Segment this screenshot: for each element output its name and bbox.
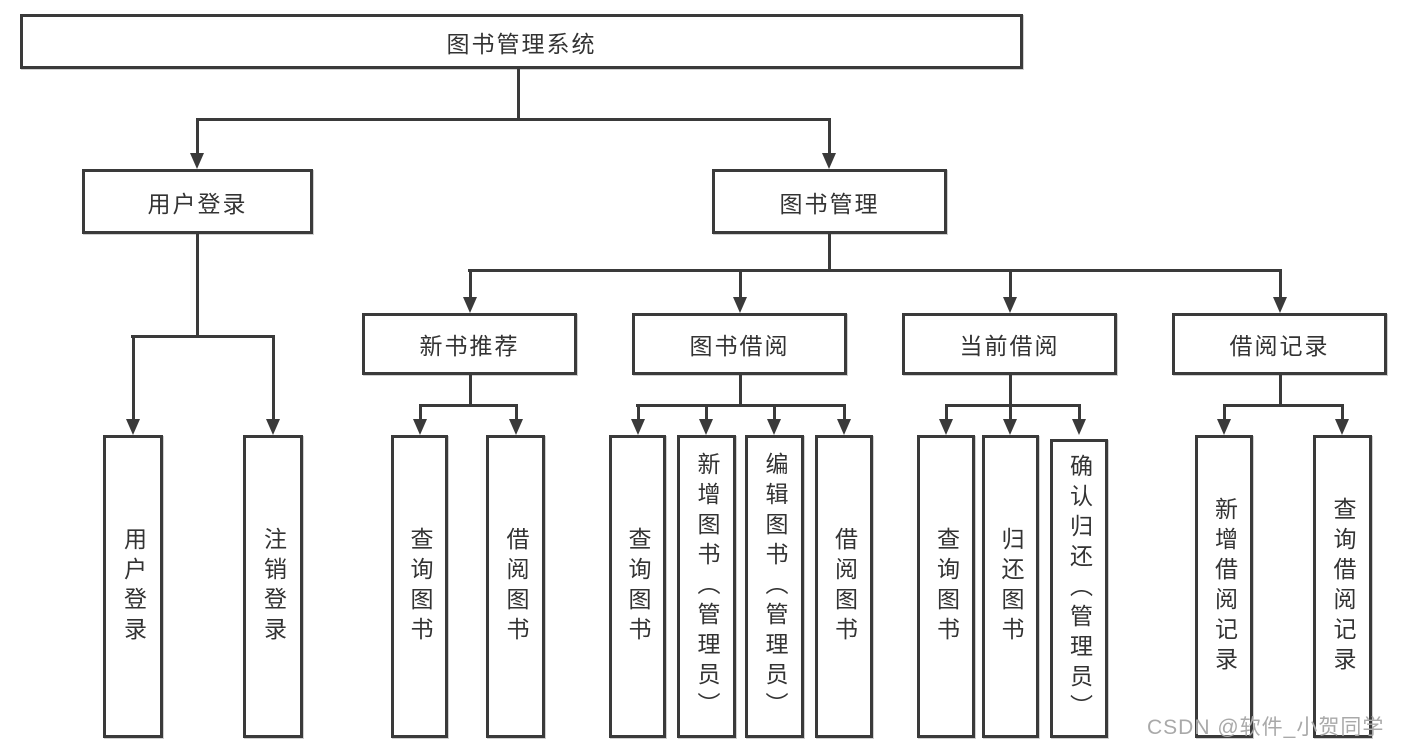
leaf-current-query-books-label: 查询图书: [933, 526, 960, 647]
leaf-current-query-books: 查询图书: [917, 435, 975, 738]
node-current-borrowing-label: 当前借阅: [959, 333, 1060, 359]
connector-section3-bus: [945, 404, 1081, 407]
leaf-newbook-query-books: 查询图书: [391, 435, 448, 738]
connector-login-bus: [131, 335, 275, 338]
leaf-records-query-borrow-record-label: 查询借阅记录: [1330, 496, 1356, 677]
leaf-newbook-query-books-label: 查询图书: [407, 526, 433, 647]
connector-section1-bus: [419, 404, 518, 407]
node-borrowing-records-label: 借阅记录: [1229, 333, 1330, 359]
connector-section-drop: [739, 269, 742, 298]
connector-leaf-drop: [1009, 404, 1012, 419]
connector-section-drop: [469, 269, 472, 298]
connector-section4-stem: [1279, 374, 1282, 406]
leaf-records-add-borrow-record: 新增借阅记录: [1195, 435, 1253, 738]
arrow-down-icon: [837, 419, 851, 435]
connector-section2-stem: [739, 374, 742, 406]
arrow-down-icon: [463, 297, 477, 313]
node-book-management: 图书管理: [712, 169, 947, 234]
connector-leaf-drop: [419, 404, 422, 419]
arrow-down-icon: [1072, 419, 1086, 435]
connector-leaf-drop: [272, 335, 275, 419]
arrow-down-icon: [1003, 297, 1017, 313]
connector-section3-stem: [1009, 374, 1012, 406]
connector-section-drop: [1009, 269, 1012, 298]
node-user-login: 用户登录: [82, 169, 313, 234]
arrow-down-icon: [699, 419, 713, 435]
leaf-borrowing-query-books-label: 查询图书: [625, 526, 651, 647]
arrow-down-icon: [190, 153, 204, 169]
connector-management-stem: [828, 234, 831, 271]
leaf-records-query-borrow-record: 查询借阅记录: [1313, 435, 1372, 738]
connector-level2-bus: [196, 118, 831, 121]
node-current-borrowing: 当前借阅: [902, 313, 1117, 375]
connector-section-drop: [1279, 269, 1282, 298]
node-user-login-label: 用户登录: [147, 190, 248, 217]
arrow-down-icon: [413, 419, 427, 435]
arrow-down-icon: [1273, 297, 1287, 313]
connector-leaf-drop: [1223, 404, 1226, 419]
arrow-down-icon: [1335, 419, 1349, 435]
leaf-user-login-label: 用户登录: [120, 526, 147, 647]
connector-leaf-drop: [637, 404, 640, 419]
connector-login-drop: [196, 118, 199, 154]
leaf-logout: 注销登录: [243, 435, 303, 738]
arrow-down-icon: [939, 419, 953, 435]
node-borrowing-records: 借阅记录: [1172, 313, 1387, 375]
connector-leaf-drop: [1078, 404, 1081, 419]
leaf-borrowing-edit-books-admin: 编辑图书（管理员）: [745, 435, 804, 738]
node-book-borrowing: 图书借阅: [632, 313, 847, 375]
node-new-book-recommendation: 新书推荐: [362, 313, 577, 375]
leaf-newbook-borrow-books: 借阅图书: [486, 435, 545, 738]
arrow-down-icon: [126, 419, 140, 435]
arrow-down-icon: [1217, 419, 1231, 435]
connector-section4-bus: [1223, 404, 1344, 407]
connector-leaf-drop: [945, 404, 948, 419]
leaf-records-add-borrow-record-label: 新增借阅记录: [1211, 496, 1238, 677]
connector-management-drop: [828, 118, 831, 154]
leaf-newbook-borrow-books-label: 借阅图书: [503, 526, 529, 647]
arrow-down-icon: [631, 419, 645, 435]
leaf-user-login: 用户登录: [103, 435, 163, 738]
connector-leaf-drop: [773, 404, 776, 419]
leaf-borrowing-add-books-admin: 新增图书（管理员）: [677, 435, 736, 738]
node-new-book-recommendation-label: 新书推荐: [419, 333, 520, 359]
leaf-current-return-books-label: 归还图书: [998, 526, 1024, 647]
arrow-down-icon: [733, 297, 747, 313]
connector-section1-stem: [469, 374, 472, 406]
leaf-borrowing-add-books-admin-label: 新增图书（管理员）: [694, 451, 720, 722]
arrow-down-icon: [767, 419, 781, 435]
connector-leaf-drop: [1341, 404, 1344, 419]
arrow-down-icon: [509, 419, 523, 435]
leaf-logout-label: 注销登录: [260, 526, 287, 647]
connector-root-stem: [517, 69, 520, 120]
leaf-borrowing-edit-books-admin-label: 编辑图书（管理员）: [762, 451, 788, 722]
connector-login-stem: [196, 234, 199, 337]
connector-leaf-drop: [843, 404, 846, 419]
node-book-management-label: 图书管理: [779, 190, 880, 217]
connector-level3-bus: [468, 269, 1281, 272]
watermark: CSDN @软件_小贺同学: [1147, 716, 1385, 739]
connector-leaf-drop: [515, 404, 518, 419]
connector-section2-bus: [636, 404, 846, 407]
node-book-borrowing-label: 图书借阅: [689, 333, 790, 359]
arrow-down-icon: [822, 153, 836, 169]
connector-leaf-drop: [705, 404, 708, 419]
leaf-borrowing-borrow-books-label: 借阅图书: [831, 526, 858, 647]
node-library-management-system-label: 图书管理系统: [446, 30, 597, 57]
leaf-borrowing-borrow-books: 借阅图书: [815, 435, 873, 738]
leaf-current-return-books: 归还图书: [982, 435, 1039, 738]
arrow-down-icon: [266, 419, 280, 435]
node-library-management-system: 图书管理系统: [20, 14, 1023, 69]
leaf-current-confirm-return-admin-label: 确认归还（管理员）: [1066, 453, 1093, 724]
arrow-down-icon: [1003, 419, 1017, 435]
leaf-current-confirm-return-admin: 确认归还（管理员）: [1050, 439, 1108, 738]
connector-leaf-drop: [132, 335, 135, 419]
leaf-borrowing-query-books: 查询图书: [609, 435, 666, 738]
